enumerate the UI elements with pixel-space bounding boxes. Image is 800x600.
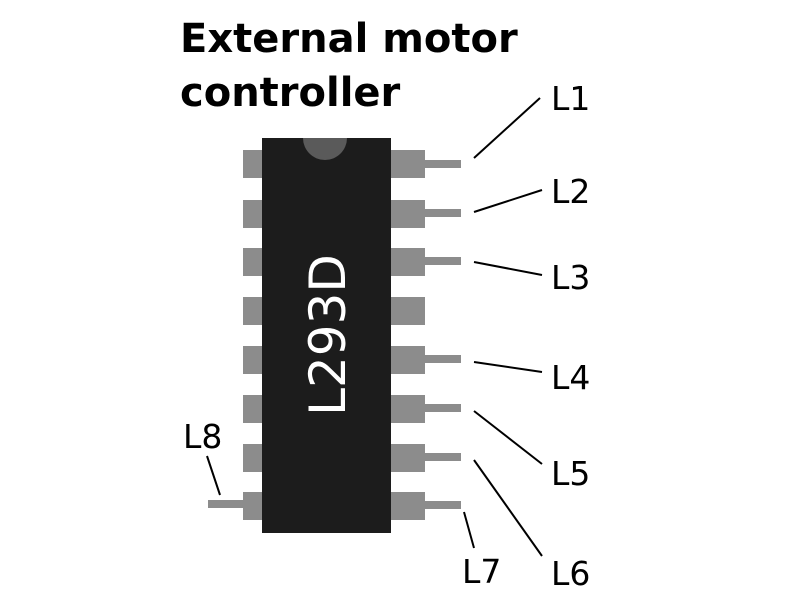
left-pin-3 <box>243 248 265 276</box>
leader-l8 <box>206 455 221 496</box>
pin-15-lead <box>423 209 461 217</box>
right-pin-14 <box>388 248 425 276</box>
pin-14-lead <box>423 257 461 265</box>
label-l2: L2 <box>551 172 590 211</box>
label-l5: L5 <box>551 454 590 493</box>
pin-8-lead <box>208 500 245 508</box>
pin-11-lead <box>423 404 461 412</box>
right-pins <box>388 150 461 520</box>
leader-lines <box>206 97 543 557</box>
diagram-title-line2: controller <box>180 70 401 116</box>
pin-9-lead <box>423 501 461 509</box>
leader-l2 <box>473 189 543 213</box>
label-l3: L3 <box>551 258 590 297</box>
leader-l5 <box>473 410 543 465</box>
left-pin-4 <box>243 297 265 325</box>
leader-l6 <box>473 459 543 557</box>
leader-l1 <box>473 97 541 159</box>
label-l7: L7 <box>462 552 501 591</box>
left-pin-6 <box>243 395 265 423</box>
right-pin-10 <box>388 444 425 472</box>
right-pin-16 <box>388 150 425 178</box>
label-l4: L4 <box>551 358 590 397</box>
label-l6: L6 <box>551 554 590 593</box>
left-pin-7 <box>243 444 265 472</box>
label-l8: L8 <box>183 417 222 456</box>
chip-notch <box>303 138 347 160</box>
right-pin-13 <box>388 297 425 325</box>
right-pin-15 <box>388 200 425 228</box>
chip-part-number: L293D <box>299 254 357 416</box>
diagram-title-line1: External motor <box>180 16 518 62</box>
leader-l3 <box>473 261 543 276</box>
left-pin-8 <box>243 492 265 520</box>
left-pin-5 <box>243 346 265 374</box>
right-pin-9 <box>388 492 425 520</box>
left-pin-1 <box>243 150 265 178</box>
chip-body <box>262 138 391 533</box>
leader-l7 <box>463 511 475 549</box>
pin-16-lead <box>423 160 461 168</box>
right-pin-11 <box>388 395 425 423</box>
label-l1: L1 <box>551 79 590 118</box>
pin-10-lead <box>423 453 461 461</box>
pin-12-lead <box>423 355 461 363</box>
right-pin-12 <box>388 346 425 374</box>
left-pins <box>208 150 265 520</box>
left-pin-2 <box>243 200 265 228</box>
leader-l4 <box>473 361 543 373</box>
